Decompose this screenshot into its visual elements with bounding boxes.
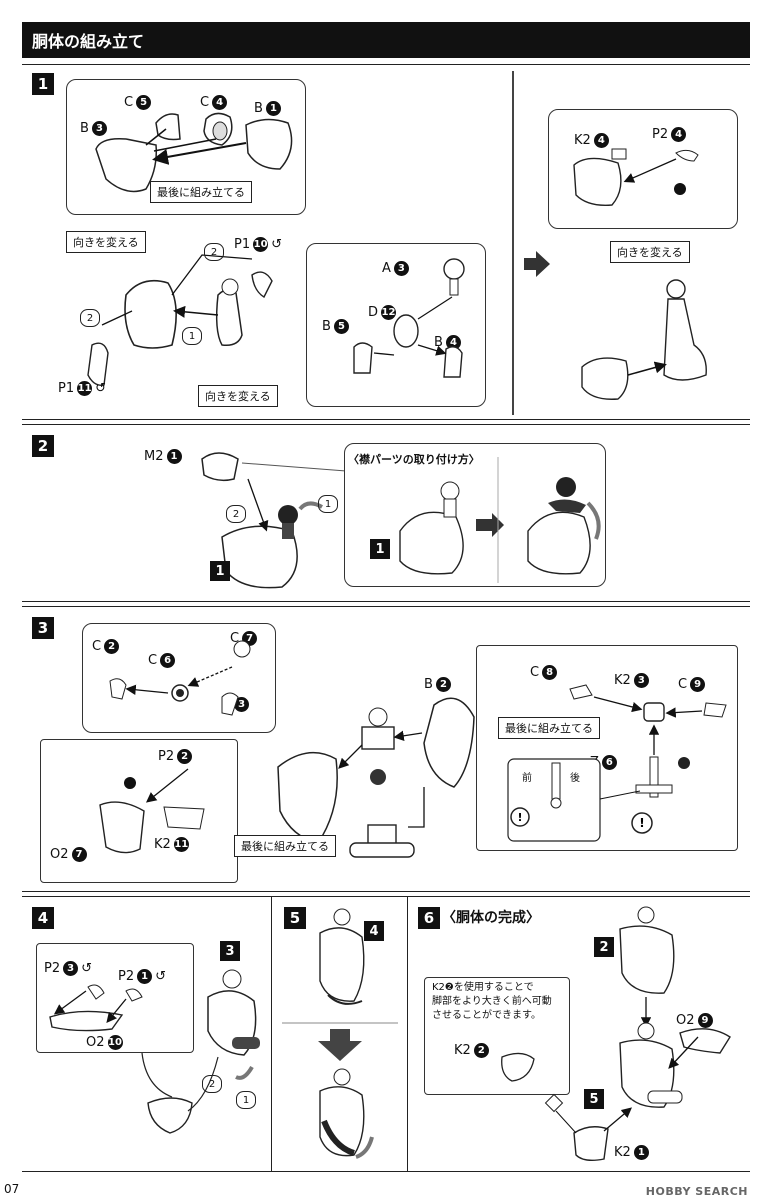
step-1-result-drawing: [581, 279, 707, 400]
step-2-number: 2: [32, 435, 54, 457]
step-1-collar-drawing: [573, 148, 699, 206]
step-2-sub-1: 1: [210, 561, 230, 581]
collar-attach-drawing: [399, 457, 601, 583]
note-assemble-last-hip: 最後に組み立てる: [498, 717, 600, 739]
step-3-main-drawing: [277, 697, 475, 858]
note-turn-around-1: 向きを変える: [66, 231, 146, 253]
section-header: 胴体の組み立て: [22, 22, 750, 58]
watermark-logo: HOBBY SEARCH: [645, 1185, 748, 1198]
step-3-collar-drawing: [99, 768, 205, 854]
note-turn-around-3: 向きを変える: [610, 241, 690, 263]
step-6-sub-2: 2: [594, 937, 614, 957]
page-number: 07: [4, 1182, 20, 1196]
order-1-marker: 1: [318, 495, 338, 513]
collar-attach-step-1: 1: [370, 539, 390, 559]
step-3-number: 3: [32, 617, 54, 639]
svg-text:!: !: [639, 816, 644, 830]
collar-attach-title: 〈襟パーツの取り付け方〉: [348, 453, 480, 466]
note-turn-around-2: 向きを変える: [198, 385, 278, 407]
tip-box: [424, 977, 570, 1095]
step-5-number: 5: [284, 907, 306, 929]
order-1-marker: 1: [182, 327, 202, 345]
note-assemble-last-3: 最後に組み立てる: [234, 835, 336, 857]
order-2-marker: 2: [202, 1075, 222, 1093]
step-6-title: 〈胴体の完成〉: [442, 910, 540, 926]
order-2-marker-left: 2: [80, 309, 100, 327]
step-2-main-drawing: [201, 452, 373, 589]
step-4-sub-3: 3: [220, 941, 240, 961]
step-1-number: 1: [32, 73, 54, 95]
front-label: 前: [522, 773, 532, 784]
step-3-hip-drawing: ! !: [507, 684, 727, 842]
step-6-number: 6: [418, 907, 440, 929]
step-1-main-drawing: [87, 254, 273, 386]
tip-text: K2❷を使用することで 脚部をより大きく前へ可動 させることができます。: [432, 982, 552, 1021]
step-4-drawing: [49, 969, 260, 1134]
step-1-shoulder-drawing: [353, 258, 465, 378]
order-1-marker: 1: [236, 1091, 256, 1109]
step-4-collar-box: [36, 943, 194, 1053]
step-6-sub-5: 5: [584, 1089, 604, 1109]
svg-text:!: !: [517, 811, 522, 824]
back-label: 後: [570, 773, 580, 784]
step-5-drawing: [282, 908, 398, 1159]
section-title: 胴体の組み立て: [32, 32, 145, 51]
order-2-marker-top: 2: [204, 243, 224, 261]
step-5-sub-4: 4: [364, 921, 384, 941]
step-1-top-parts-drawing: [95, 112, 293, 193]
next-step-arrow: [524, 251, 550, 277]
step-6-panel: 6 〈胴体の完成〉 2 K2❷を使用することで 脚部をより大きく前へ可動 させる…: [408, 896, 750, 1172]
note-assemble-last-1: 最後に組み立てる: [150, 181, 252, 203]
step-5-panel: 5 4: [272, 896, 408, 1172]
step-6-drawing: [501, 906, 731, 1162]
step-3-shoulder-drawing: [109, 640, 251, 716]
step-4-number: 4: [32, 907, 54, 929]
order-2-marker: 2: [226, 505, 246, 523]
step-1-divider: [512, 71, 514, 415]
